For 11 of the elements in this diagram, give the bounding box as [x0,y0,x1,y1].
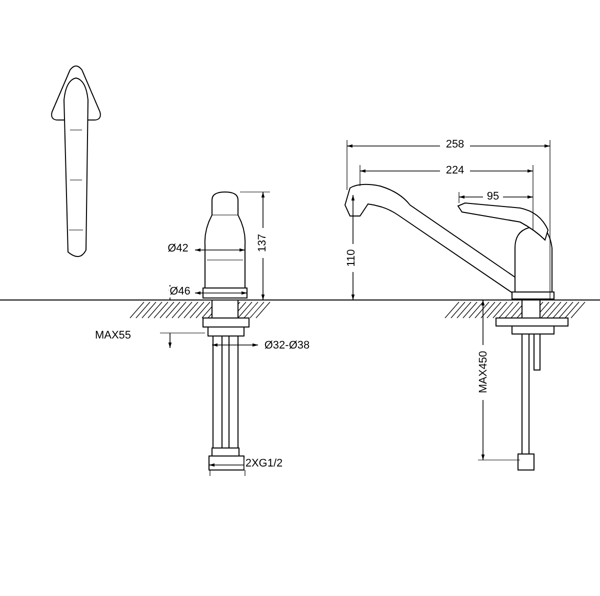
dimension-label: 2XG1/2 [244,458,284,470]
dimension-label: 110 [346,248,358,268]
dimension-label: Ø32-Ø38 [263,340,311,352]
dimension-label: 224 [444,166,466,176]
dimension-label: Ø46 [168,286,192,298]
dimension-label: 258 [444,140,466,150]
dimension-label: MAX450 [478,350,490,394]
dimension-label: MAX55 [94,330,132,342]
dimension-label: 95 [486,192,500,202]
dimension-label: 137 [258,232,268,254]
dimension-label: Ø42 [166,244,190,254]
